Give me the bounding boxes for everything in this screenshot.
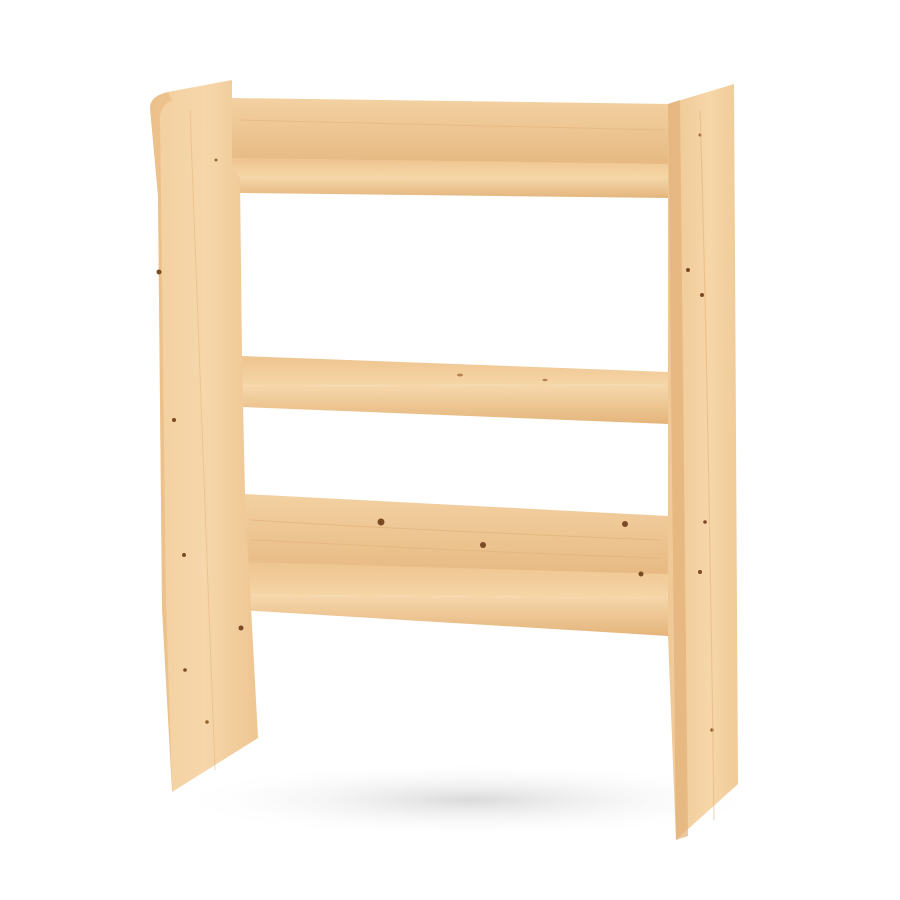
knot [542,378,548,382]
knot [182,553,186,557]
knot [700,293,704,297]
wood-grain [239,119,666,131]
middle-shelf-surface [168,356,668,386]
wood-grain [189,109,216,771]
right-side-panel-edge [668,100,688,840]
wood-grain [249,519,661,541]
knot [638,571,644,577]
knot [703,520,707,524]
knot [214,158,218,162]
knot [622,521,628,527]
wood-grain [699,109,715,821]
knot [698,570,702,574]
bottom-back-board [245,494,668,580]
top-shelf-surface [215,158,668,178]
top-shelf-front-edge [158,176,668,198]
knot [156,269,162,275]
knot [686,268,690,272]
bottom-shelf-front-edge [174,594,668,636]
knot [172,418,176,422]
knot [377,518,385,526]
left-side-panel [150,80,258,792]
knot [457,373,463,377]
wood-grain [249,539,661,559]
top-back-board [232,98,672,168]
middle-shelf-front-edge [168,384,668,424]
knot [480,542,486,548]
knot [205,720,209,724]
bottom-shelf-surface [178,562,668,598]
knot [183,668,187,672]
knot [238,625,244,631]
floor-shadow [170,762,770,838]
left-side-panel-edge [150,92,172,790]
